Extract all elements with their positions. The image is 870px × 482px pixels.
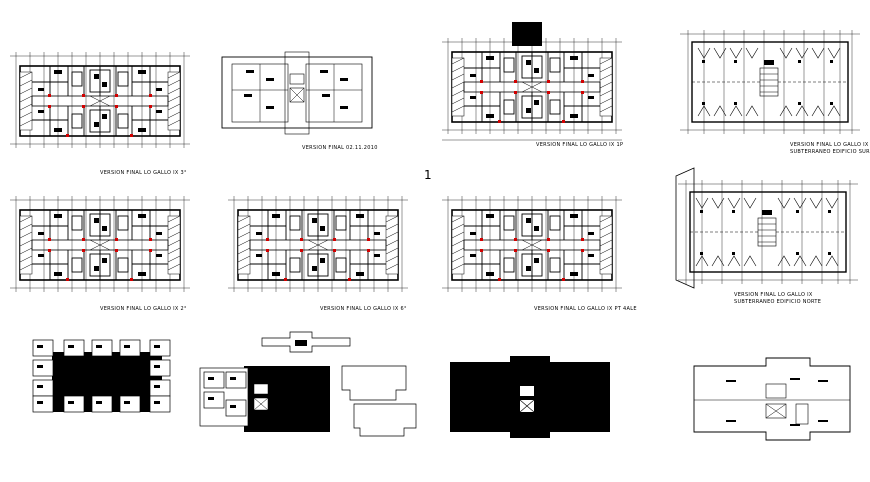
caption-basement-south: VERSION FINAL LO GALLO IX bbox=[790, 142, 869, 148]
floor-plan-1st-floor bbox=[441, 22, 623, 141]
caption-2010: VERSION FINAL 02.11.2010 bbox=[302, 145, 378, 151]
floor-plan-3rd-floor bbox=[9, 51, 191, 149]
floor-plan-6th-floor bbox=[227, 195, 409, 293]
basement-plan-south bbox=[679, 29, 861, 135]
massing-plan-with-annex bbox=[199, 331, 417, 437]
caption-2nd-floor: VERSION FINAL LO GALLO IX 2° bbox=[100, 306, 187, 312]
caption-pt-4ale: VERSION FINAL LO GALLO IX PT 4ALE bbox=[534, 306, 637, 312]
roof-plan-outline bbox=[693, 357, 851, 441]
caption-6th-floor: VERSION FINAL LO GALLO IX 6° bbox=[320, 306, 407, 312]
caption-3rd-floor: VERSION FINAL LO GALLO IX 3° bbox=[100, 170, 187, 176]
floor-plan-pt-4ale bbox=[441, 195, 623, 293]
caption-basement-north: VERSION FINAL LO GALLO IX bbox=[734, 292, 813, 298]
massing-plan-blocks bbox=[32, 339, 171, 413]
roof-plan-black bbox=[450, 356, 610, 438]
basement-plan-north bbox=[675, 167, 859, 289]
center-mark: 1 bbox=[424, 168, 432, 182]
caption-basement-south-sub: SUBTERRANEO EDIFICIO SUR bbox=[790, 149, 870, 155]
simplified-plan-2010 bbox=[221, 51, 373, 135]
floor-plan-2nd-floor bbox=[9, 195, 191, 293]
caption-1st-floor: VERSION FINAL LO GALLO IX 1P bbox=[536, 142, 624, 148]
caption-basement-north-sub: SUBTERRANEO EDIFICIO NORTE bbox=[734, 299, 822, 305]
